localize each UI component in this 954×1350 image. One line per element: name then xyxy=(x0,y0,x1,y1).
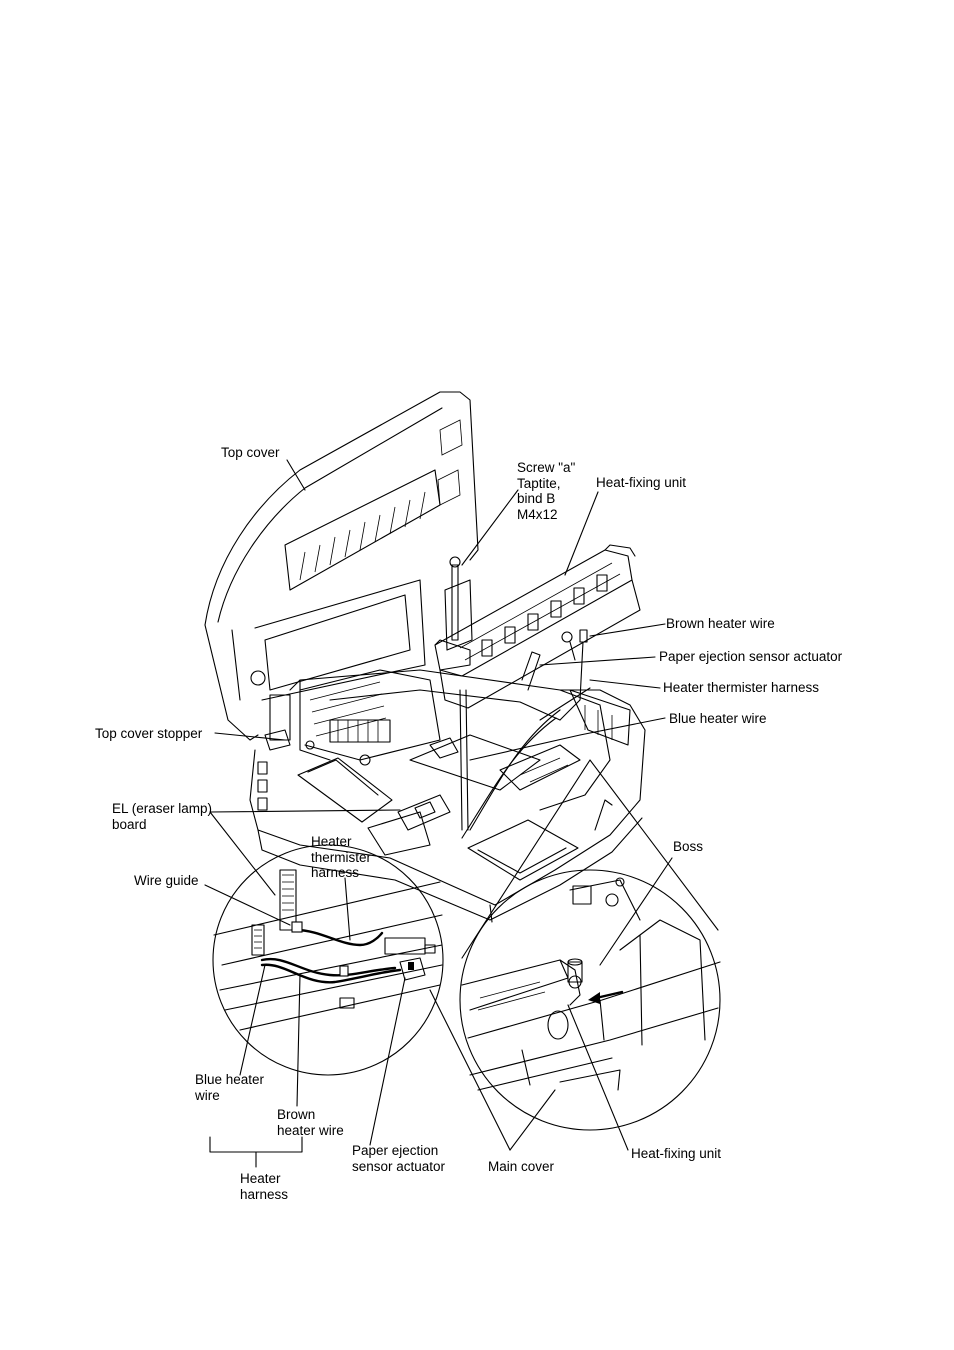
label-blue-heater-wire-inset: Blue heater wire xyxy=(195,1072,265,1103)
label-top-cover: Top cover xyxy=(221,445,280,460)
label-heat-fixing-unit-inset: Heat-fixing unit xyxy=(631,1146,722,1161)
label-top-cover-stopper: Top cover stopper xyxy=(95,726,203,741)
inset-wire-routing xyxy=(212,844,444,1076)
label-heater-harness: Heater harness xyxy=(240,1171,289,1202)
label-main-cover: Main cover xyxy=(488,1159,555,1174)
machine-body xyxy=(249,669,646,923)
label-screw: Screw "a" Taptite, bind B M4x12 xyxy=(517,460,576,522)
label-el-board: EL (eraser lamp) board xyxy=(112,801,213,832)
label-paper-ejection-sensor-actuator-inset: Paper ejection sensor actuator xyxy=(352,1143,446,1174)
label-brown-heater-wire-top: Brown heater wire xyxy=(666,616,775,631)
label-boss: Boss xyxy=(673,839,704,854)
label-heater-thermister-harness-top: Heater thermister harness xyxy=(663,680,820,695)
label-heat-fixing-unit-top: Heat-fixing unit xyxy=(596,475,687,490)
inset-boss-detail xyxy=(459,759,721,1131)
label-blue-heater-wire-top: Blue heater wire xyxy=(669,711,767,726)
heat-fixing-unit xyxy=(434,544,641,831)
label-heater-thermister-harness-inset: Heater thermister harness xyxy=(311,834,372,880)
label-paper-ejection-sensor-actuator-top: Paper ejection sensor actuator xyxy=(659,649,843,664)
label-brown-heater-wire-inset: Brown heater wire xyxy=(277,1107,344,1138)
label-wire-guide: Wire guide xyxy=(134,873,199,888)
leader-lines xyxy=(204,459,673,1168)
